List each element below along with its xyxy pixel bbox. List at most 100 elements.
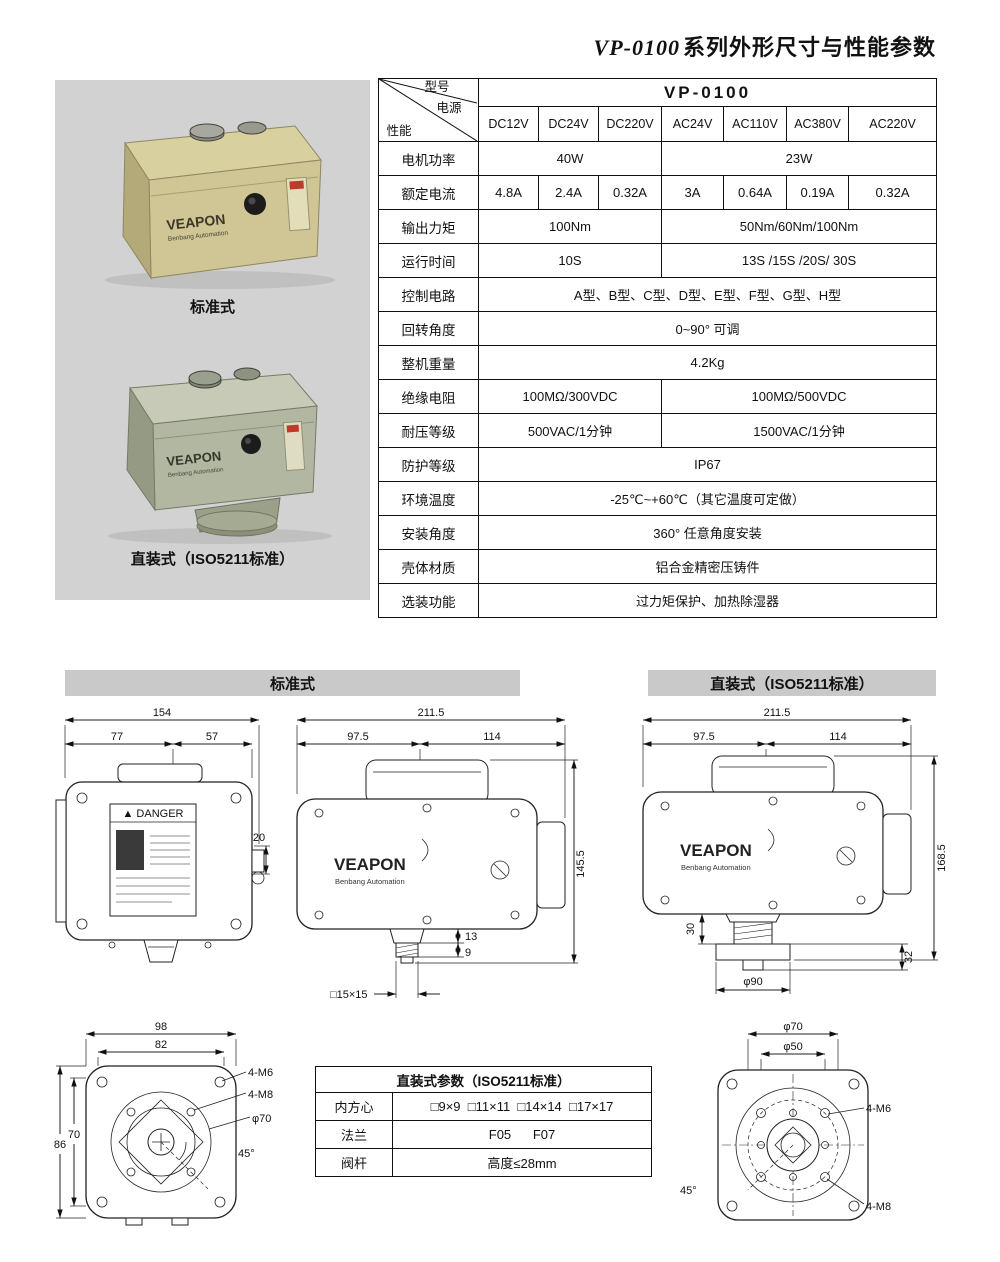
spec-value-cell: 过力矩保护、加热除湿器 bbox=[477, 583, 938, 618]
power-col-header: DC24V bbox=[538, 106, 599, 142]
spec-value-cell: 10S bbox=[478, 243, 662, 278]
spec-row-label: 控制电路 bbox=[378, 277, 479, 312]
photo-shadow bbox=[105, 271, 335, 289]
dim-label: 45° bbox=[238, 1148, 255, 1160]
dim-label: φ70 bbox=[252, 1113, 271, 1125]
actuator-side-outline: VEAPON Benbang Automation bbox=[642, 755, 912, 971]
standard-side-drawing: 211.5 97.5 114 VEAPON Benbang Automation… bbox=[296, 707, 587, 1001]
dim-label: 168.5 bbox=[936, 844, 948, 872]
spec-value-cell: 100MΩ/300VDC bbox=[478, 379, 662, 414]
spec-value-cell: 0.32A bbox=[847, 175, 938, 210]
standard-front-drawing: 154 77 57 ▲ DANGER 20 bbox=[55, 707, 270, 963]
power-col-header: AC380V bbox=[786, 106, 849, 142]
param-value: □9×9 □11×11 □14×14 □17×17 bbox=[392, 1092, 652, 1121]
dim-label: 145.5 bbox=[575, 850, 587, 878]
warning-sticker bbox=[282, 420, 306, 472]
actuator-side-outline: VEAPON Benbang Automation bbox=[296, 759, 566, 964]
dim-label: 4-M8 bbox=[866, 1201, 891, 1213]
spec-row-label: 回转角度 bbox=[378, 311, 479, 346]
spec-value-cell: 3A bbox=[661, 175, 724, 210]
brand-text: VEAPON bbox=[334, 855, 406, 874]
dim-label: 98 bbox=[155, 1022, 167, 1033]
dim-label: 20 bbox=[253, 832, 265, 844]
spec-value-cell: 铝合金精密压铸件 bbox=[477, 549, 938, 584]
spec-value-cell: 4.2Kg bbox=[477, 345, 938, 380]
iso-flange bbox=[715, 943, 791, 961]
spec-row: 壳体材质铝合金精密压铸件 bbox=[378, 549, 938, 584]
spec-row-label: 额定电流 bbox=[378, 175, 479, 210]
spec-value-cell: IP67 bbox=[477, 447, 938, 482]
dim-label: 4-M6 bbox=[248, 1067, 273, 1079]
section-direct-header: 直装式（ISO5211标准） bbox=[648, 670, 936, 696]
brand-text: VEAPON bbox=[166, 211, 226, 233]
spec-row-label: 安装角度 bbox=[378, 515, 479, 550]
actuator-body-direct: VEAPON Benbang Automation bbox=[126, 367, 318, 537]
dim-label: 82 bbox=[155, 1039, 167, 1051]
page-title-suffix: 系列外形尺寸与性能参数 bbox=[682, 35, 936, 60]
standard-photo-label: 标准式 bbox=[189, 299, 235, 316]
param-label: 阀杆 bbox=[315, 1148, 393, 1177]
spec-value-cell: 23W bbox=[660, 141, 938, 176]
param-value: 高度≤28mm bbox=[392, 1148, 652, 1177]
brand-tagline: Benbang Automation bbox=[335, 877, 405, 886]
dim-label: 154 bbox=[153, 707, 171, 719]
spec-value-cell: 4.8A bbox=[478, 175, 539, 210]
spec-value-cell: 0.19A bbox=[786, 175, 849, 210]
spec-value-cell: 100MΩ/500VDC bbox=[660, 379, 938, 414]
dim-label: 114 bbox=[829, 731, 847, 743]
direct-bottom-drawing: φ70 φ50 4-M6 4-M8 45° bbox=[680, 1022, 891, 1221]
spec-value-cell: 1500VAC/1分钟 bbox=[660, 413, 938, 448]
spec-row-label: 壳体材质 bbox=[378, 549, 479, 584]
section-standard-header: 标准式 bbox=[65, 670, 520, 696]
brand-text: VEAPON bbox=[680, 841, 752, 860]
spec-row-label: 选装功能 bbox=[378, 583, 479, 618]
power-col-header: AC110V bbox=[723, 106, 787, 142]
spec-row-label: 整机重量 bbox=[378, 345, 479, 380]
corner-diagonal: 型号 电源 性能 bbox=[379, 79, 477, 141]
actuator-body-standard: VEAPON Benbang Automation bbox=[122, 121, 322, 280]
corner-perf-label: 性能 bbox=[386, 124, 412, 138]
spec-row-label: 绝缘电阻 bbox=[378, 379, 479, 414]
dim-label: 211.5 bbox=[418, 707, 445, 719]
iso-params-table: 直装式参数（ISO5211标准） 内方心 □9×9 □11×11 □14×14 … bbox=[315, 1066, 652, 1177]
actuator-front-outline: ▲ DANGER bbox=[55, 763, 265, 963]
spec-value-cell: 13S /15S /20S/ 30S bbox=[660, 243, 938, 278]
section-standard-title: 标准式 bbox=[269, 675, 315, 693]
indicator-knob bbox=[244, 193, 266, 215]
dim-label: 211.5 bbox=[764, 707, 791, 719]
dim-label: □15×15 bbox=[330, 989, 368, 1001]
section-direct-title: 直装式（ISO5211标准） bbox=[710, 675, 874, 693]
page-title-model: VP-0100 bbox=[593, 35, 680, 60]
spec-value-cell: 40W bbox=[478, 141, 662, 176]
spec-row-label: 环境温度 bbox=[378, 481, 479, 516]
dim-label: 57 bbox=[206, 731, 218, 743]
power-col-header: DC12V bbox=[478, 106, 539, 142]
dim-label: 30 bbox=[685, 923, 697, 935]
spec-value-cell: 500VAC/1分钟 bbox=[478, 413, 662, 448]
spec-row: 选装功能过力矩保护、加热除湿器 bbox=[378, 583, 938, 618]
dim-label: φ50 bbox=[783, 1041, 802, 1053]
dim-label: φ70 bbox=[783, 1022, 802, 1033]
spec-value-cell: 50Nm/60Nm/100Nm bbox=[660, 209, 938, 244]
photo-shadow bbox=[108, 528, 332, 544]
brand-text: VEAPON bbox=[166, 448, 222, 469]
spec-value-cell: 100Nm bbox=[478, 209, 662, 244]
danger-text: ▲ DANGER bbox=[122, 808, 183, 820]
spec-row-label: 耐压等级 bbox=[378, 413, 479, 448]
dim-label: 45° bbox=[680, 1185, 697, 1197]
spec-value-cell: -25℃~+60℃（其它温度可定做） bbox=[477, 481, 938, 516]
indicator-knob bbox=[241, 434, 261, 454]
power-col-header: AC220V bbox=[847, 106, 938, 142]
power-col-header: DC220V bbox=[598, 106, 662, 142]
